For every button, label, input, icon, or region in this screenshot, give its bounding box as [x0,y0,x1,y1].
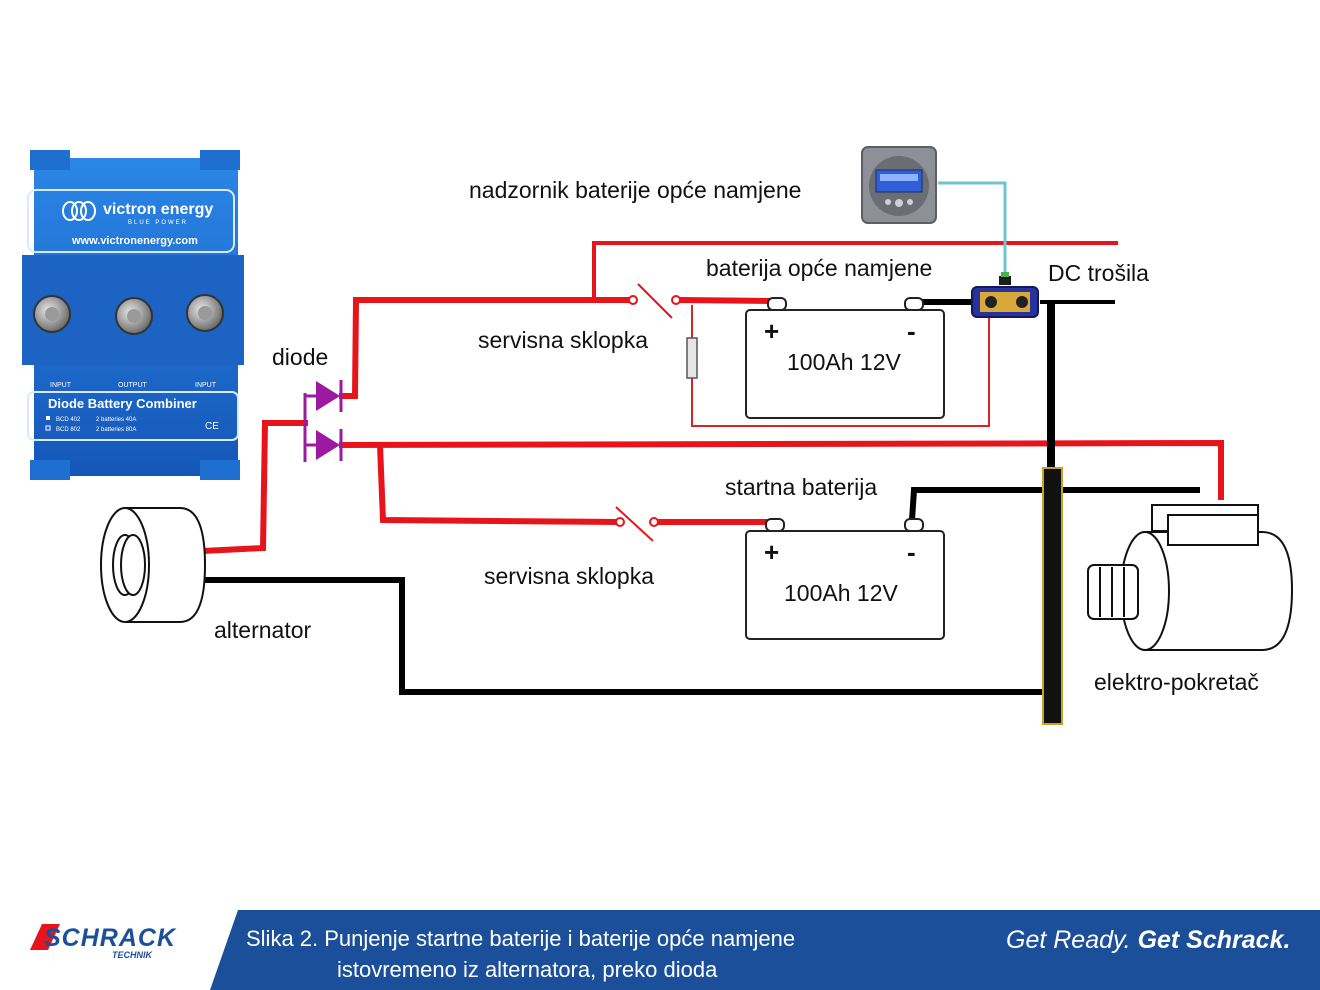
service-switch-top [628,283,681,319]
resistor-icon [686,337,698,379]
service-switch-bottom [615,506,659,542]
ce-mark: CE [205,421,219,432]
schrack-logo-sub: TECHNIK [112,950,152,960]
combiner-model: BCD 402 [56,417,81,423]
negative-wiring [203,299,1200,695]
victron-logo-icon [62,201,96,221]
combiner-model-spec: 2 batteries 80A [96,427,136,433]
combiner-url: www.victronenergy.com [71,235,198,247]
terminal-label: INPUT [195,382,217,389]
combiner-tagline: BLUE POWER [128,220,188,226]
start-battery-label: startna baterija [725,474,878,500]
figure-caption-line1: Slika 2. Punjenje startne baterije i bat… [246,926,796,951]
diodes-label: diode [272,344,329,370]
terminal-label: OUTPUT [118,382,148,389]
battery-minus-sign: - [907,316,916,346]
slogan: Get Ready. Get Schrack. [1006,926,1290,955]
monitor-button-icon [895,199,903,207]
combiner-brand: victron energy [103,201,213,218]
service-battery-label: baterija opće namjene [706,255,933,281]
positive-wiring [199,241,1224,555]
slogan-bold: Get Schrack. [1137,926,1291,954]
monitor-button-icon [907,199,913,205]
ground-busbar [1042,467,1063,725]
alternator-label: alternator [214,617,312,643]
switch-top-label: servisna sklopka [478,327,649,353]
battery-monitor-device [861,146,937,224]
starter-motor-icon [1087,504,1294,651]
battery-rating: 100Ah 12V [784,580,898,606]
starter-label: elektro-pokretač [1094,669,1259,695]
dc-loads-label: DC trošila [1048,260,1149,286]
diode-icon [316,430,340,460]
diode-icon [316,381,340,411]
battery-plus-sign: + [764,316,779,346]
schrack-swoosh-icon [30,924,60,950]
alternator-icon [100,507,207,623]
figure-caption-line2: istovremeno iz alternatora, preko dioda [337,957,718,982]
monitor-label: nadzornik baterije opće namjene [469,177,802,203]
slogan-light: Get Ready. [1006,926,1131,954]
combiner-title: Diode Battery Combiner [48,396,197,411]
monitor-cable [938,181,1007,280]
battery-plus-sign: + [764,537,779,567]
combiner-model-spec: 2 batteries 40A [96,417,136,423]
monitor-button-icon [885,199,891,205]
start-battery: + - 100Ah 12V [745,518,945,640]
footer-band: SCHRACK TECHNIK Slika 2. Punjenje startn… [0,910,1320,990]
diode-battery-combiner: victron energy BLUE POWER www.victronene… [22,150,244,480]
service-battery: + - 100Ah 12V [745,297,945,419]
wiring-diagram: victron energy BLUE POWER www.victronene… [22,146,1294,725]
battery-minus-sign: - [907,537,916,567]
combiner-model: BCD 802 [56,427,81,433]
switch-bottom-label: servisna sklopka [484,563,655,589]
battery-shunt [971,272,1039,318]
diodes-symbol [303,380,343,462]
schrack-logo: SCHRACK [44,924,176,952]
terminal-label: INPUT [50,382,72,389]
battery-rating: 100Ah 12V [787,349,901,375]
